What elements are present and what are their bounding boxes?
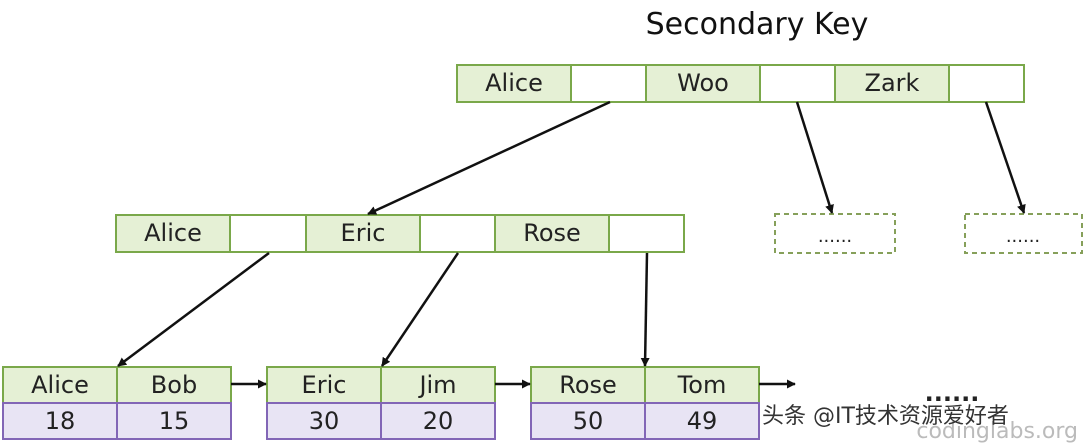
- internal-key: Rose: [523, 219, 581, 247]
- internal-key-cell: [305, 214, 421, 253]
- leaf-value: 18: [45, 407, 76, 435]
- root-key-cell: [456, 64, 572, 103]
- edge-internal-to-leaf: [640, 252, 650, 367]
- leaf-value-cell: [530, 402, 646, 440]
- leaf-key: Eric: [302, 371, 347, 399]
- root-pointer-cell: [570, 64, 647, 103]
- leaf-value-cell: [2, 402, 118, 440]
- leaf-value: 50: [573, 407, 604, 435]
- internal-key: Alice: [144, 219, 202, 247]
- leaf-key-cell: [530, 366, 646, 404]
- root-key: Alice: [485, 69, 543, 97]
- edge-root-to-internal: [367, 100, 611, 216]
- root-key-cell: [645, 64, 761, 103]
- diagram-title: Secondary Key: [646, 7, 869, 42]
- leaf-key: Rose: [559, 371, 617, 399]
- internal-key-cell: [494, 214, 610, 253]
- root-key: Zark: [865, 69, 920, 97]
- leaf-value: 20: [423, 407, 454, 435]
- internal-pointer-cell: [229, 214, 307, 253]
- placeholder-ellipsis: ......: [818, 226, 852, 247]
- leaf-value-cell: [266, 402, 382, 440]
- leaf-node: Eric Jim 30 20: [266, 366, 496, 440]
- leaf-node: Rose Tom 50 49: [530, 366, 760, 440]
- placeholder-ellipsis: ......: [1006, 226, 1040, 247]
- edge-internal-to-leaf: [117, 251, 270, 368]
- root-node: Alice Woo Zark: [456, 64, 1025, 103]
- root-key: Woo: [677, 69, 729, 97]
- internal-pointer-cell: [419, 214, 496, 253]
- edge-internal-to-leaf: [380, 252, 460, 367]
- leaf-key: Bob: [151, 371, 197, 399]
- root-pointer-cell: [759, 64, 836, 103]
- leaf-value: 30: [309, 407, 340, 435]
- placeholder-node: ......: [964, 213, 1083, 254]
- root-key-cell: [834, 64, 950, 103]
- leaf-value: 15: [159, 407, 190, 435]
- leaf-value-cell: [380, 402, 496, 440]
- placeholder-box: [964, 213, 1083, 254]
- leaf-value-cell: [644, 402, 760, 440]
- internal-node: Alice Eric Rose: [115, 214, 685, 253]
- edge-root-to-placeholder: [984, 101, 1026, 214]
- leaf-key-cell: [116, 366, 232, 404]
- leaf-continuation-ellipsis: ......: [925, 379, 980, 407]
- watermark-text: 头条 @IT技术资源爱好者: [762, 404, 1009, 429]
- watermark-site: codinglabs.org: [916, 419, 1078, 444]
- leaf-key: Jim: [417, 371, 456, 399]
- leaf-value: 49: [687, 407, 718, 435]
- leaf-value-cell: [116, 402, 232, 440]
- leaf-key-cell: [2, 366, 118, 404]
- root-pointer-cell: [948, 64, 1025, 103]
- leaf-key: Tom: [677, 371, 727, 399]
- placeholder-node: ......: [774, 213, 896, 254]
- placeholder-box: [774, 213, 896, 254]
- leaf-key: Alice: [31, 371, 89, 399]
- internal-key: Eric: [341, 219, 386, 247]
- edge-root-to-placeholder: [795, 101, 834, 214]
- leaf-node: Alice Bob 18 15: [2, 366, 232, 440]
- internal-pointer-cell: [608, 214, 685, 253]
